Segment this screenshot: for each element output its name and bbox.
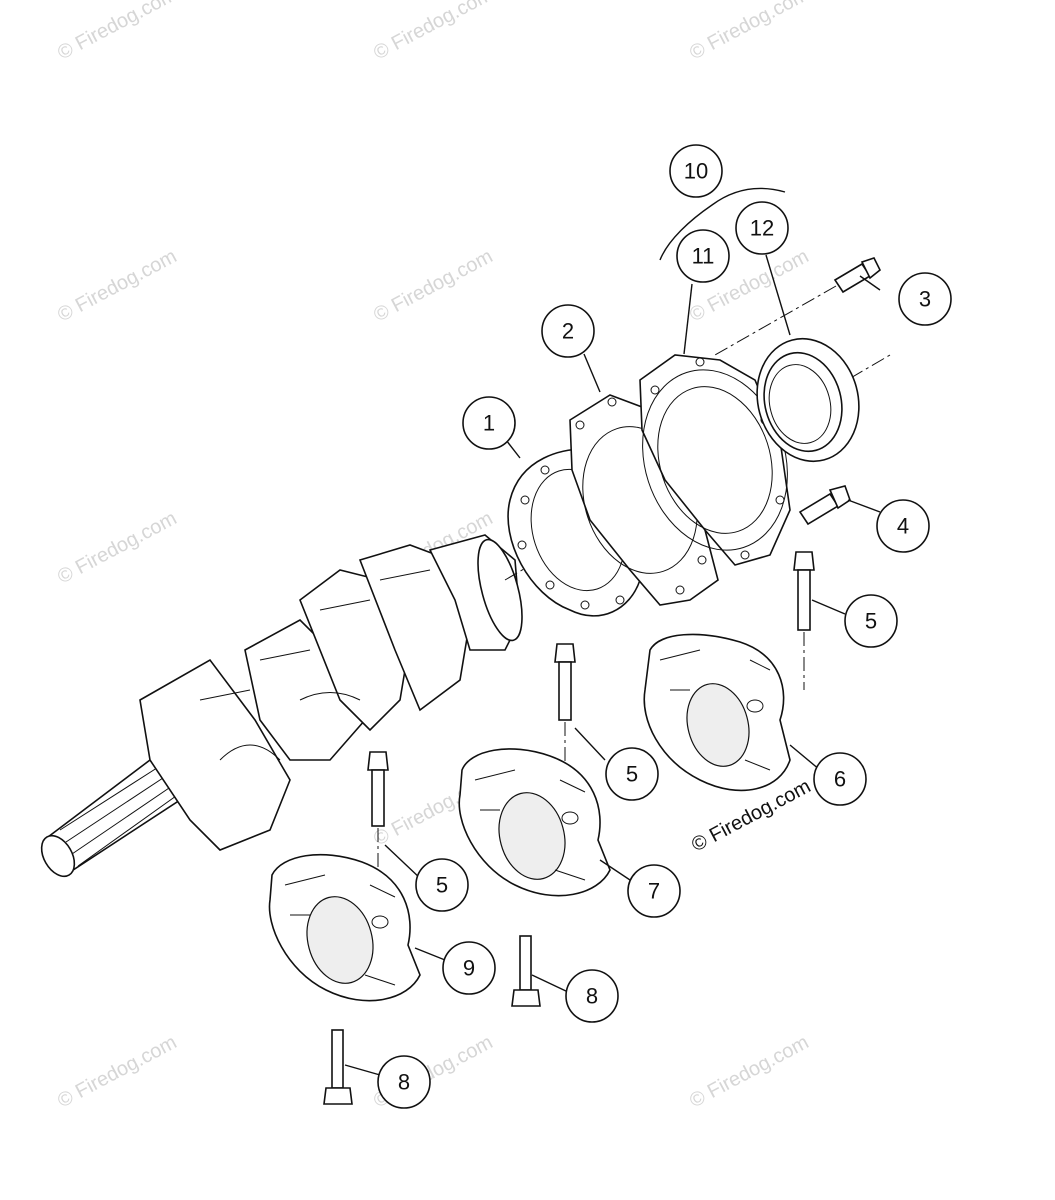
leader-lines xyxy=(344,187,881,1076)
callout-3: 3 xyxy=(898,272,952,326)
callout-label: 4 xyxy=(897,514,909,539)
callout-label: 8 xyxy=(586,984,598,1009)
bearing-cap-9 xyxy=(268,853,421,1002)
callout-1: 1 xyxy=(462,396,516,450)
callout-12: 12 xyxy=(735,201,789,255)
callout-5-lower: 5 xyxy=(415,858,469,912)
callout-label: 6 xyxy=(834,767,846,792)
callout-5-upper: 5 xyxy=(844,594,898,648)
callout-label: 9 xyxy=(463,956,475,981)
watermark: © Firedog.com xyxy=(54,0,180,64)
bolt-4 xyxy=(798,485,851,526)
callout-4: 4 xyxy=(876,499,930,553)
watermark: © Firedog.com xyxy=(686,0,812,64)
callout-5-middle: 5 xyxy=(605,747,659,801)
callout-label: 1 xyxy=(483,411,495,436)
callout-7: 7 xyxy=(627,864,681,918)
callout-label: 5 xyxy=(865,609,877,634)
bolt-5-upper xyxy=(793,551,815,690)
watermark: © Firedog.com xyxy=(54,1031,180,1112)
watermark: © Firedog.com xyxy=(370,245,496,326)
callout-label: 5 xyxy=(626,762,638,787)
watermark: © Firedog.com xyxy=(370,0,496,64)
oil-seal xyxy=(756,337,860,463)
callout-label: 8 xyxy=(398,1070,410,1095)
watermark: © Firedog.com xyxy=(686,1031,812,1112)
callout-label: 5 xyxy=(436,873,448,898)
watermark: © Firedog.com xyxy=(54,245,180,326)
bolt-3 xyxy=(714,257,882,356)
bolt-8-lower xyxy=(323,1029,353,1105)
callout-6: 6 xyxy=(813,752,867,806)
watermark: © Firedog.com xyxy=(54,507,180,588)
callout-8-middle: 8 xyxy=(565,969,619,1023)
callout-label: 12 xyxy=(750,216,774,241)
bearing-cap-7 xyxy=(458,748,611,897)
seal-housing xyxy=(639,354,791,566)
callout-8-lower: 8 xyxy=(377,1055,431,1109)
bolt-8-middle xyxy=(511,935,541,1007)
callout-label: 2 xyxy=(562,319,574,344)
callout-10: 10 xyxy=(669,144,723,198)
crankshaft xyxy=(40,534,523,878)
callout-label: 7 xyxy=(648,879,660,904)
callout-label: 10 xyxy=(684,159,708,184)
callout-2: 2 xyxy=(541,304,595,358)
callout-label: 11 xyxy=(692,244,715,269)
callout-label: 3 xyxy=(919,287,931,312)
bearing-cap-6 xyxy=(643,633,791,792)
callout-11: 11 xyxy=(676,229,730,283)
callout-9: 9 xyxy=(442,941,496,995)
